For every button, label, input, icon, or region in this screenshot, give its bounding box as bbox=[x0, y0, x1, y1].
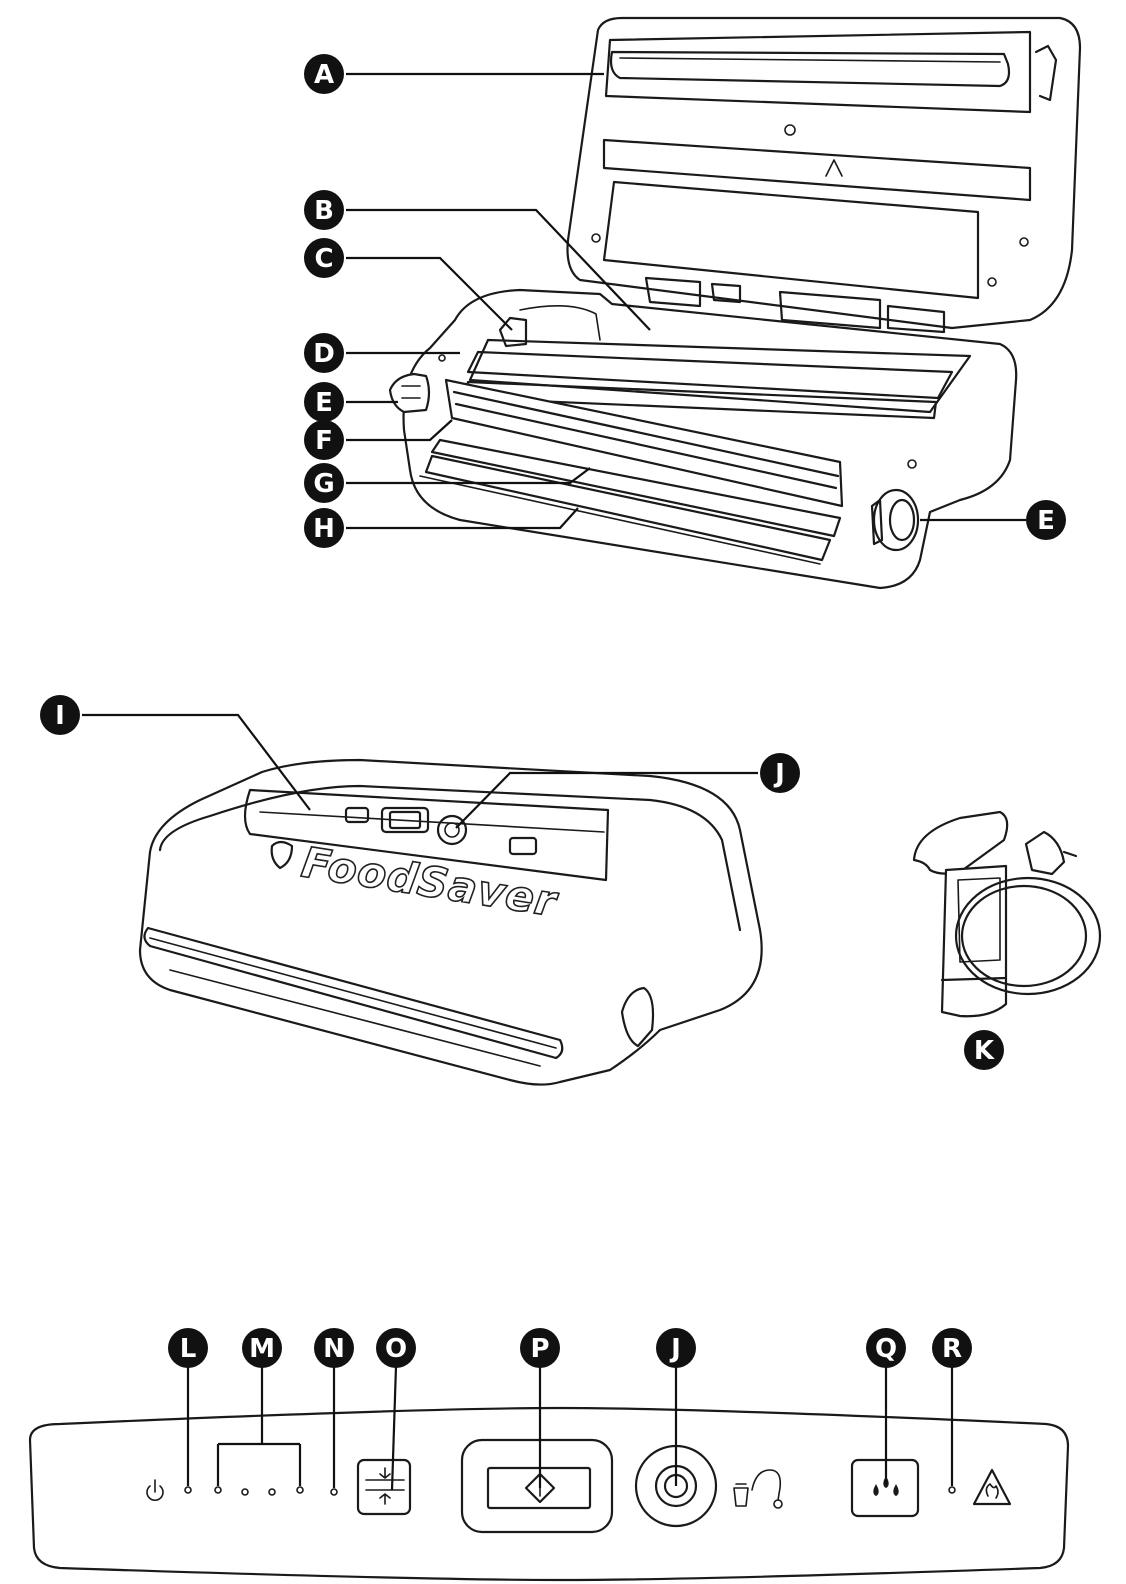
callout-r: R bbox=[932, 1328, 972, 1368]
callout-j: J bbox=[760, 753, 800, 793]
callout-letter: I bbox=[55, 701, 65, 731]
callout-b: B bbox=[304, 190, 344, 230]
callout-circle bbox=[304, 463, 344, 503]
callout-letter: J bbox=[773, 759, 785, 789]
open-unit-illustration bbox=[388, 16, 1082, 590]
leader-B bbox=[346, 208, 651, 331]
callout-letter: G bbox=[313, 469, 334, 499]
callout-letter: M bbox=[249, 1334, 275, 1364]
callout-d: D bbox=[304, 333, 344, 373]
moist-drops-icon bbox=[873, 1476, 899, 1496]
heat-warning-icon bbox=[972, 1468, 1012, 1506]
canister-hose-icon bbox=[733, 1469, 783, 1509]
callout-c: C bbox=[304, 238, 344, 278]
callout-letter: L bbox=[180, 1334, 197, 1364]
callout-letter: F bbox=[315, 426, 333, 456]
callout-letter: J bbox=[669, 1334, 681, 1364]
middle-leader-lines bbox=[82, 713, 758, 829]
bottom-leader-lines bbox=[186, 1365, 954, 1491]
callout-letter: N bbox=[323, 1334, 345, 1364]
callout-g: G bbox=[304, 463, 344, 503]
leader-H bbox=[346, 507, 579, 530]
callout-letter: O bbox=[385, 1334, 407, 1364]
led-m2 bbox=[241, 1488, 249, 1496]
seal-icon bbox=[365, 1467, 405, 1505]
callout-n: N bbox=[314, 1328, 354, 1368]
callout-a: A bbox=[304, 54, 344, 94]
led-m1 bbox=[214, 1486, 222, 1494]
callout-k: K bbox=[964, 1030, 1004, 1070]
callout-letter: C bbox=[314, 244, 333, 274]
callout-circle bbox=[304, 508, 344, 548]
led-m3 bbox=[268, 1488, 276, 1496]
callout-f: F bbox=[304, 420, 344, 460]
callout-letter: K bbox=[974, 1036, 995, 1066]
callout-letter: P bbox=[530, 1334, 549, 1364]
callout-letter: H bbox=[313, 514, 335, 544]
callout-letter: A bbox=[314, 60, 334, 90]
callout-circle bbox=[866, 1328, 906, 1368]
callout-circle bbox=[304, 238, 344, 278]
callout-m: M bbox=[242, 1328, 282, 1368]
closed-unit-illustration: FoodSaver bbox=[138, 758, 763, 1086]
callout-letter: Q bbox=[875, 1334, 897, 1364]
leader-M bbox=[216, 1366, 302, 1486]
callout-circle bbox=[964, 1030, 1004, 1070]
callout-circle bbox=[520, 1328, 560, 1368]
callout-p: P bbox=[520, 1328, 560, 1368]
callout-circle bbox=[932, 1328, 972, 1368]
led-l bbox=[184, 1486, 192, 1494]
callout-letter: D bbox=[313, 339, 335, 369]
callout-e2: E bbox=[1026, 500, 1066, 540]
callout-letter: E bbox=[1037, 506, 1055, 536]
hose-accessory-illustration bbox=[912, 810, 1102, 1018]
power-icon bbox=[146, 1479, 164, 1501]
callout-circle bbox=[304, 333, 344, 373]
callout-l: L bbox=[168, 1328, 208, 1368]
callout-letter: B bbox=[314, 196, 334, 226]
leader-O bbox=[390, 1365, 398, 1491]
led-n bbox=[330, 1488, 338, 1496]
callout-letter: E bbox=[315, 388, 333, 418]
callout-circle bbox=[304, 420, 344, 460]
callout-circle bbox=[376, 1328, 416, 1368]
callout-circle bbox=[760, 753, 800, 793]
leader-I bbox=[82, 713, 311, 811]
callout-i: I bbox=[40, 695, 80, 735]
callout-letter: R bbox=[942, 1334, 962, 1364]
callout-o: O bbox=[376, 1328, 416, 1368]
leader-G bbox=[346, 467, 591, 485]
leader-J bbox=[455, 771, 758, 829]
leader-C bbox=[346, 256, 513, 331]
top-leader-lines bbox=[346, 72, 1026, 530]
callout-circle bbox=[168, 1328, 208, 1368]
callout-e1: E bbox=[304, 382, 344, 422]
callout-circle bbox=[242, 1328, 282, 1368]
led-m4 bbox=[296, 1486, 304, 1494]
callout-circle bbox=[304, 54, 344, 94]
callout-circle bbox=[1026, 500, 1066, 540]
callout-circle bbox=[656, 1328, 696, 1368]
callout-circle bbox=[304, 382, 344, 422]
callout-h: H bbox=[304, 508, 344, 548]
leader-F bbox=[346, 419, 453, 442]
callout-q: Q bbox=[866, 1328, 906, 1368]
callout-circle bbox=[314, 1328, 354, 1368]
control-panel-illustration bbox=[28, 1406, 1070, 1582]
callout-j2: J bbox=[656, 1328, 696, 1368]
callout-circle bbox=[304, 190, 344, 230]
seal-button[interactable] bbox=[356, 1458, 412, 1516]
led-r bbox=[948, 1486, 956, 1494]
callout-circle bbox=[40, 695, 80, 735]
